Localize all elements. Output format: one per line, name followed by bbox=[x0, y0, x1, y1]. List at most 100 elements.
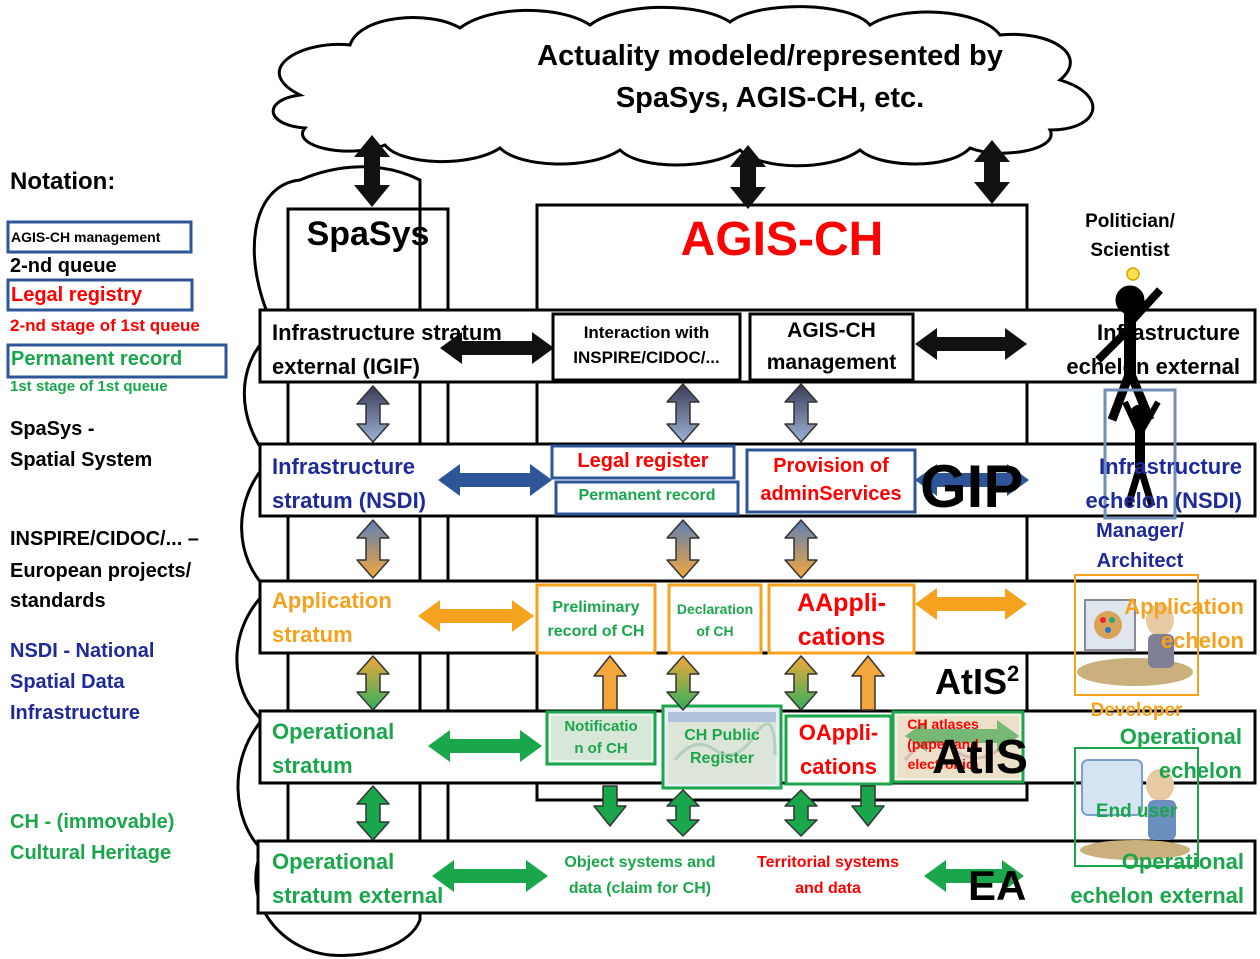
legend-spasys-1: SpaSys - bbox=[10, 418, 95, 440]
spasys-outline bbox=[235, 165, 422, 957]
end-user-icon bbox=[1080, 759, 1190, 860]
nsdi-right: Infrastructure echelon (NSDI) bbox=[1085, 454, 1242, 513]
provision-label: Provision of adminServices bbox=[760, 455, 902, 505]
register-map-thumb-icon bbox=[668, 712, 777, 784]
mgmt-box bbox=[748, 312, 915, 382]
legend-permanent-sub: 1st stage of 1st queue bbox=[10, 378, 168, 395]
harrow-nsdi-right bbox=[915, 464, 1029, 496]
legend-permanent-box bbox=[6, 343, 228, 379]
declaration-label: Declaration of CH bbox=[676, 601, 754, 639]
territorial-systems-label: Territorial systems and data bbox=[757, 854, 899, 897]
oapps-label: OAppli- cations bbox=[798, 720, 879, 779]
inspire-label: Interaction with INSPIRE/CIDOC/... bbox=[573, 323, 720, 367]
legend-spasys-2: Spatial System bbox=[10, 449, 153, 471]
gip-label: GIP bbox=[920, 453, 1024, 520]
aapps-box bbox=[767, 583, 916, 655]
inspire-box bbox=[551, 312, 742, 382]
operational-right: Operational echelon bbox=[1119, 724, 1242, 783]
nsdi-left: Infrastructure stratum (NSDI) bbox=[272, 454, 427, 513]
oapps-box bbox=[784, 714, 893, 786]
notification-box bbox=[545, 710, 657, 766]
harrow-infra-right bbox=[915, 328, 1027, 360]
horizontal-arrows bbox=[418, 328, 1029, 892]
harrow-op-left bbox=[428, 730, 542, 762]
legal-register-label: Legal register bbox=[577, 450, 709, 472]
arrow-legal-2 bbox=[666, 519, 700, 579]
atis2-label: AtIS2 bbox=[935, 608, 1019, 704]
legend-nsdi-2: Spatial Data bbox=[10, 671, 125, 693]
legend-agis-label: AGIS-CH management bbox=[11, 229, 161, 245]
op-ext-left: Operational stratum external bbox=[272, 849, 444, 908]
notification-thumb-icon bbox=[551, 716, 651, 760]
notification-label: Notificatio n of CH bbox=[564, 718, 638, 757]
arrow-spasys-4 bbox=[356, 785, 390, 841]
manager-frame bbox=[1103, 388, 1177, 520]
harrow-app-left bbox=[418, 600, 534, 632]
arrow-atlas-down bbox=[851, 785, 885, 827]
application-right: Application echelon bbox=[1124, 594, 1244, 653]
legend-inspire-1: INSPIRE/CIDOC/... – bbox=[10, 528, 199, 550]
end-user-label: End user bbox=[1095, 801, 1178, 822]
arrow-mgmt-1 bbox=[784, 383, 818, 443]
legend-nsdi-3: Infrastructure bbox=[10, 702, 141, 724]
harrow-nsdi-left bbox=[438, 464, 552, 496]
developer-label: Developer bbox=[1090, 700, 1183, 721]
cloud-title-line1: Actuality modeled/represented by bbox=[537, 40, 1003, 72]
arrow-prelim-up bbox=[593, 655, 627, 711]
prelim-box bbox=[535, 583, 657, 655]
arrow-aapps-up bbox=[851, 655, 885, 711]
cloud-title-line2: SpaSys, AGIS-CH, etc. bbox=[615, 82, 925, 114]
public-register-box bbox=[661, 704, 783, 790]
arrow-inspire-1 bbox=[666, 383, 700, 443]
manager-figure-icon bbox=[1122, 400, 1161, 508]
arrow-spasys-3 bbox=[356, 655, 390, 711]
developer-frame bbox=[1074, 574, 1199, 696]
arrow-spasys-2 bbox=[356, 519, 390, 579]
arrow-cloud-agis bbox=[730, 145, 766, 209]
declaration-box bbox=[667, 583, 763, 655]
arrow-cloud-right bbox=[974, 140, 1010, 204]
harrow-infra-left bbox=[440, 332, 554, 364]
harrow-ext-left bbox=[432, 860, 548, 892]
legend-inspire-3: standards bbox=[10, 590, 106, 612]
legend-inspire-2: European projects/ bbox=[10, 560, 192, 582]
legend-heading: Notation: bbox=[10, 168, 116, 195]
legend-permanent-label: Permanent record bbox=[11, 348, 183, 370]
atis-label: AtIS bbox=[932, 731, 1028, 784]
atlas-map-thumb-icon bbox=[897, 716, 1019, 778]
legend-ch-1: CH - (immovable) bbox=[10, 811, 175, 833]
atis2-text: AtIS bbox=[935, 661, 1007, 702]
politician-label: Politician/ Scientist bbox=[1085, 211, 1175, 261]
vertical-arrows bbox=[354, 135, 1010, 841]
arrow-aapps-3 bbox=[784, 655, 818, 711]
legal-box bbox=[550, 444, 736, 480]
prelim-label: Preliminary record of CH bbox=[547, 599, 645, 640]
object-systems-label: Object systems and data (claim for CH) bbox=[564, 854, 716, 897]
legend-legal-label: Legal registry bbox=[11, 284, 143, 306]
atis2-sup: 2 bbox=[1007, 661, 1020, 686]
arrow-notif-down bbox=[593, 785, 627, 827]
atlases-label: CH atlases (paper and electronic) bbox=[907, 716, 979, 772]
arrow-provision-2 bbox=[784, 519, 818, 579]
arrow-cloud-spasys bbox=[354, 135, 390, 207]
developer-desk-icon bbox=[1077, 599, 1193, 686]
mgmt-label: AGIS-CH management bbox=[766, 319, 897, 374]
legend-legal-box bbox=[6, 278, 194, 312]
harrow-ext-right bbox=[924, 860, 1024, 892]
aapps-label: AAppli- cations bbox=[797, 589, 886, 651]
manager-label: Manager/ Architect bbox=[1096, 520, 1184, 572]
arrow-register-4 bbox=[666, 789, 700, 837]
arrow-oapps-4 bbox=[784, 789, 818, 837]
agis-title: AGIS-CH bbox=[680, 213, 884, 266]
infra-ext-left: Infrastructure stratum external (IGIF) bbox=[272, 320, 502, 379]
harrow-app-right bbox=[915, 588, 1027, 620]
end-user-frame bbox=[1074, 747, 1199, 867]
operational-left: Operational stratum bbox=[272, 719, 395, 778]
arrow-spasys-1 bbox=[356, 385, 390, 443]
permanent-record-label: Permanent record bbox=[578, 487, 716, 504]
politician-figure-icon bbox=[1095, 267, 1163, 422]
harrow-op-right bbox=[905, 720, 1019, 752]
arrow-declaration-3 bbox=[666, 655, 700, 711]
legend-legal-sub: 2-nd stage of 1st queue bbox=[10, 316, 200, 335]
